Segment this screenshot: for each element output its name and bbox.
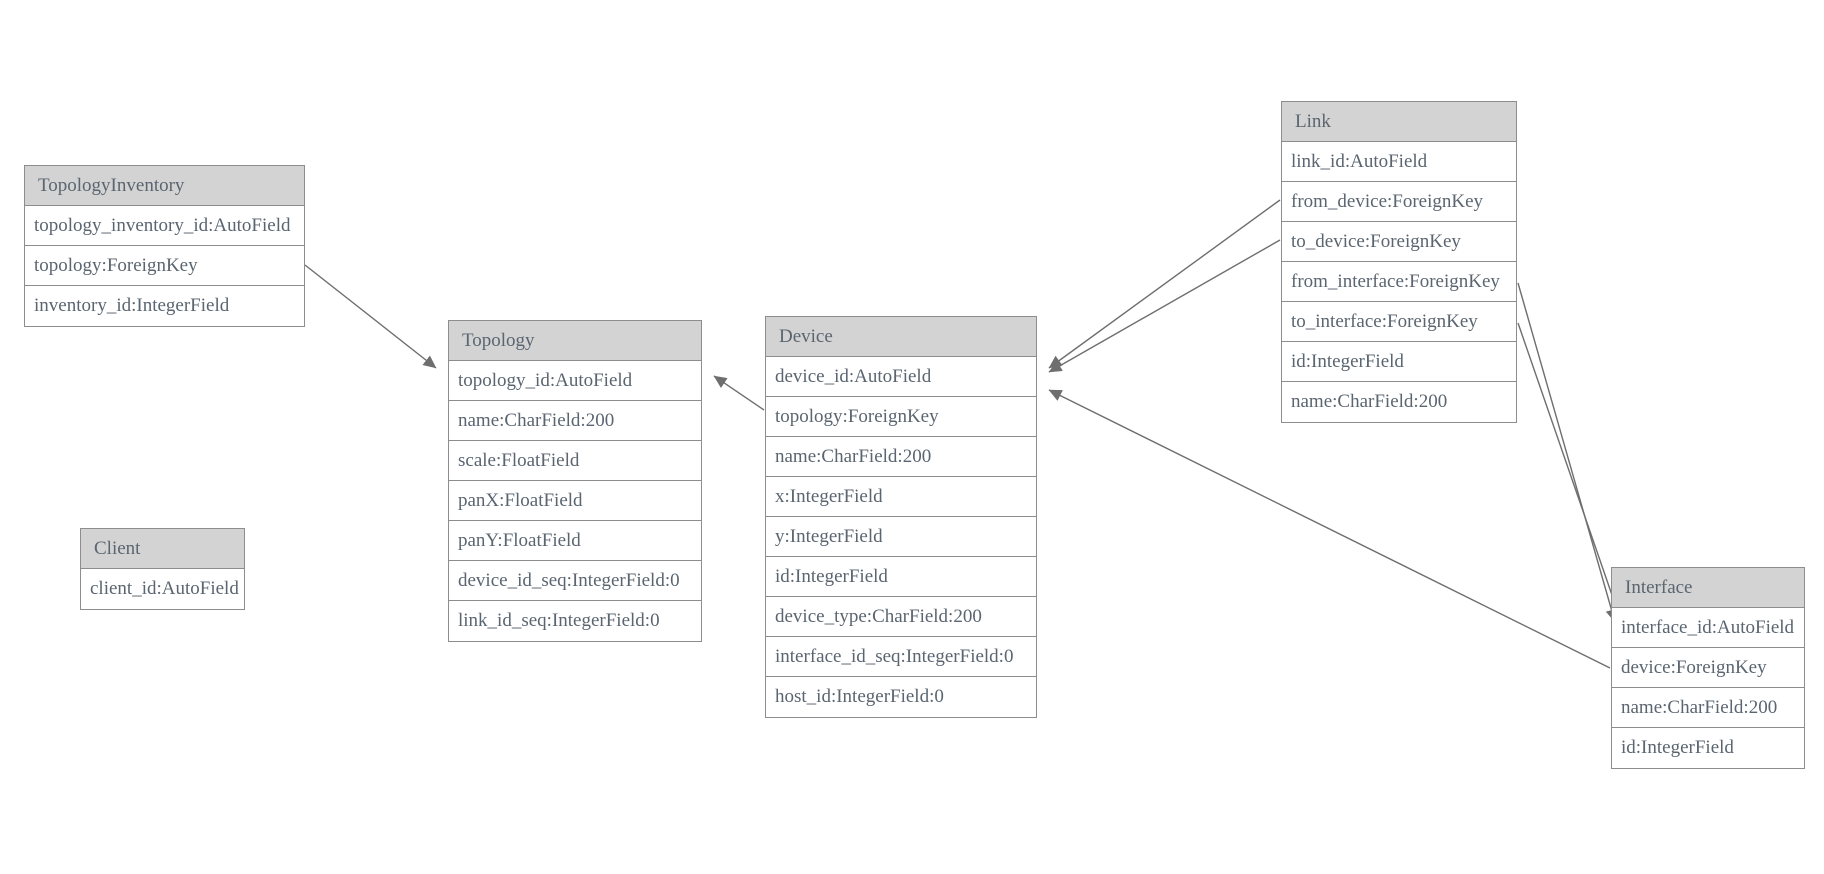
entity-device[interactable]: Device device_id:AutoField topology:Fore… [765, 316, 1037, 718]
entity-title-device: Device [766, 317, 1036, 357]
entity-title-link: Link [1282, 102, 1516, 142]
field-row: scale:FloatField [449, 441, 701, 481]
entity-topology[interactable]: Topology topology_id:AutoField name:Char… [448, 320, 702, 642]
entity-title-topologyinventory: TopologyInventory [25, 166, 304, 206]
field-row: name:CharField:200 [449, 401, 701, 441]
field-row: x:IntegerField [766, 477, 1036, 517]
field-row: device_type:CharField:200 [766, 597, 1036, 637]
field-row: to_device:ForeignKey [1282, 222, 1516, 262]
field-row: name:CharField:200 [766, 437, 1036, 477]
field-row: y:IntegerField [766, 517, 1036, 557]
field-row: id:IntegerField [1612, 728, 1804, 768]
field-row: client_id:AutoField [81, 569, 244, 609]
edge-link-from-device [1048, 199, 1281, 369]
field-row: panX:FloatField [449, 481, 701, 521]
entity-topologyinventory[interactable]: TopologyInventory topology_inventory_id:… [24, 165, 305, 327]
field-row: link_id:AutoField [1282, 142, 1516, 182]
field-row: topology_id:AutoField [449, 361, 701, 401]
edge-link-to-interface [1517, 322, 1624, 625]
field-row: interface_id_seq:IntegerField:0 [766, 637, 1036, 677]
field-row: topology_inventory_id:AutoField [25, 206, 304, 246]
entity-interface[interactable]: Interface interface_id:AutoField device:… [1611, 567, 1805, 769]
field-row: from_device:ForeignKey [1282, 182, 1516, 222]
field-row: interface_id:AutoField [1612, 608, 1804, 648]
edge-link-from-interface [1517, 282, 1618, 623]
field-row: to_interface:ForeignKey [1282, 302, 1516, 342]
field-row: host_id:IntegerField:0 [766, 677, 1036, 717]
entity-client[interactable]: Client client_id:AutoField [80, 528, 245, 610]
entity-title-topology: Topology [449, 321, 701, 361]
field-row: from_interface:ForeignKey [1282, 262, 1516, 302]
field-row: name:CharField:200 [1282, 382, 1516, 422]
field-row: id:IntegerField [766, 557, 1036, 597]
entity-title-interface: Interface [1612, 568, 1804, 608]
edge-topologyinventory-topology [304, 264, 437, 369]
edge-device-topology [713, 375, 765, 411]
field-row: topology:ForeignKey [766, 397, 1036, 437]
entity-link[interactable]: Link link_id:AutoField from_device:Forei… [1281, 101, 1517, 423]
field-row: device:ForeignKey [1612, 648, 1804, 688]
field-row: device_id_seq:IntegerField:0 [449, 561, 701, 601]
field-row: device_id:AutoField [766, 357, 1036, 397]
field-row: name:CharField:200 [1612, 688, 1804, 728]
field-row: topology:ForeignKey [25, 246, 304, 286]
field-row: panY:FloatField [449, 521, 701, 561]
field-row: inventory_id:IntegerField [25, 286, 304, 326]
edge-interface-device [1048, 389, 1611, 669]
edge-link-to-device [1048, 239, 1281, 373]
field-row: id:IntegerField [1282, 342, 1516, 382]
field-row: link_id_seq:IntegerField:0 [449, 601, 701, 641]
entity-title-client: Client [81, 529, 244, 569]
